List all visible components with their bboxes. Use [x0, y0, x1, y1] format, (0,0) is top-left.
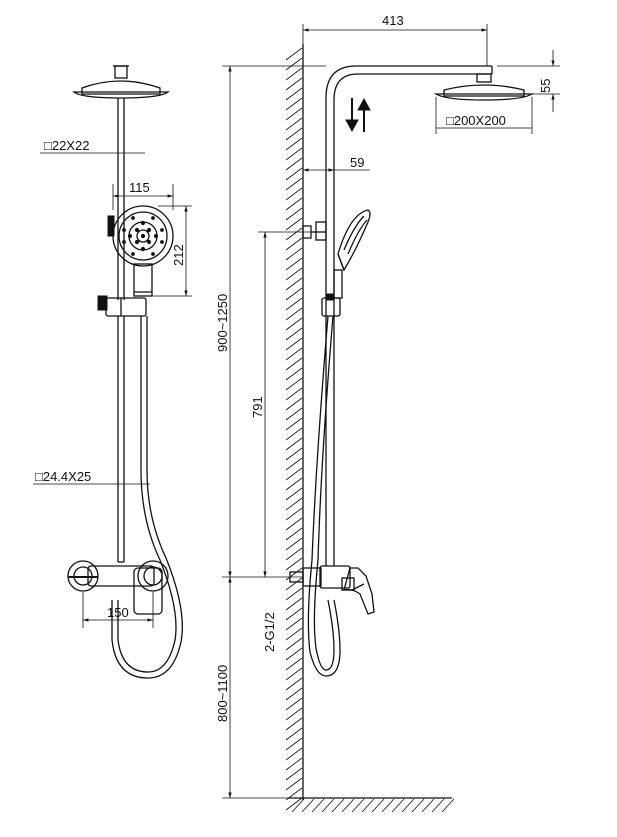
- holder-height-label: 791: [250, 396, 265, 418]
- side-mixer-valve: [289, 565, 375, 615]
- front-mixer-valve: [67, 560, 169, 615]
- side-hose: [307, 315, 341, 677]
- floor-height-dimension: [222, 577, 288, 799]
- arm-reach-label: 413: [382, 13, 404, 28]
- head-height-dimension: [497, 50, 560, 112]
- floor-hatch: [291, 798, 455, 813]
- handheld-width-label: 115: [129, 180, 150, 195]
- side-slider-holder: [321, 293, 341, 317]
- floor: [288, 797, 455, 813]
- front-lower-rail: [117, 316, 125, 562]
- side-view: [222, 24, 560, 813]
- total-height-label: 900~1250: [215, 294, 230, 352]
- arm-reach-dimension: [302, 24, 488, 66]
- head-size-dimension: [435, 97, 533, 134]
- side-shower-arm: [325, 65, 493, 566]
- front-hose: [111, 316, 183, 679]
- side-handheld-shower: [333, 209, 371, 299]
- front-view: [33, 65, 192, 679]
- head-size-label: □200X200: [446, 113, 506, 128]
- floor-height-label: 800~1100: [215, 665, 230, 722]
- inlet-spacing-dimension: [82, 592, 154, 628]
- wall-hatch: [285, 47, 303, 811]
- front-slider-holder: [97, 295, 147, 317]
- lower-rail-size-label: □24.4X25: [35, 469, 91, 484]
- top-rail-size-label: □22X22: [44, 138, 89, 153]
- total-height-dimension: [222, 65, 326, 577]
- handheld-dimensions: [112, 184, 192, 297]
- front-handheld-shower: [107, 205, 174, 297]
- wall-offset-label: 59: [350, 155, 364, 170]
- inlet-thread-label: 2-G1/2: [262, 612, 277, 652]
- front-upper-rail: [117, 98, 125, 300]
- inlet-spacing-label: 150: [107, 605, 129, 620]
- handheld-height-label: 212: [171, 244, 186, 266]
- wall: [285, 44, 304, 811]
- height-adjust-arrows-icon: [345, 97, 371, 133]
- front-rain-head: [72, 65, 170, 99]
- side-wall-bracket-upper: [302, 221, 327, 241]
- side-rain-head: [433, 84, 535, 101]
- holder-height-dimension: [258, 231, 316, 577]
- head-height-label: 55: [538, 79, 553, 93]
